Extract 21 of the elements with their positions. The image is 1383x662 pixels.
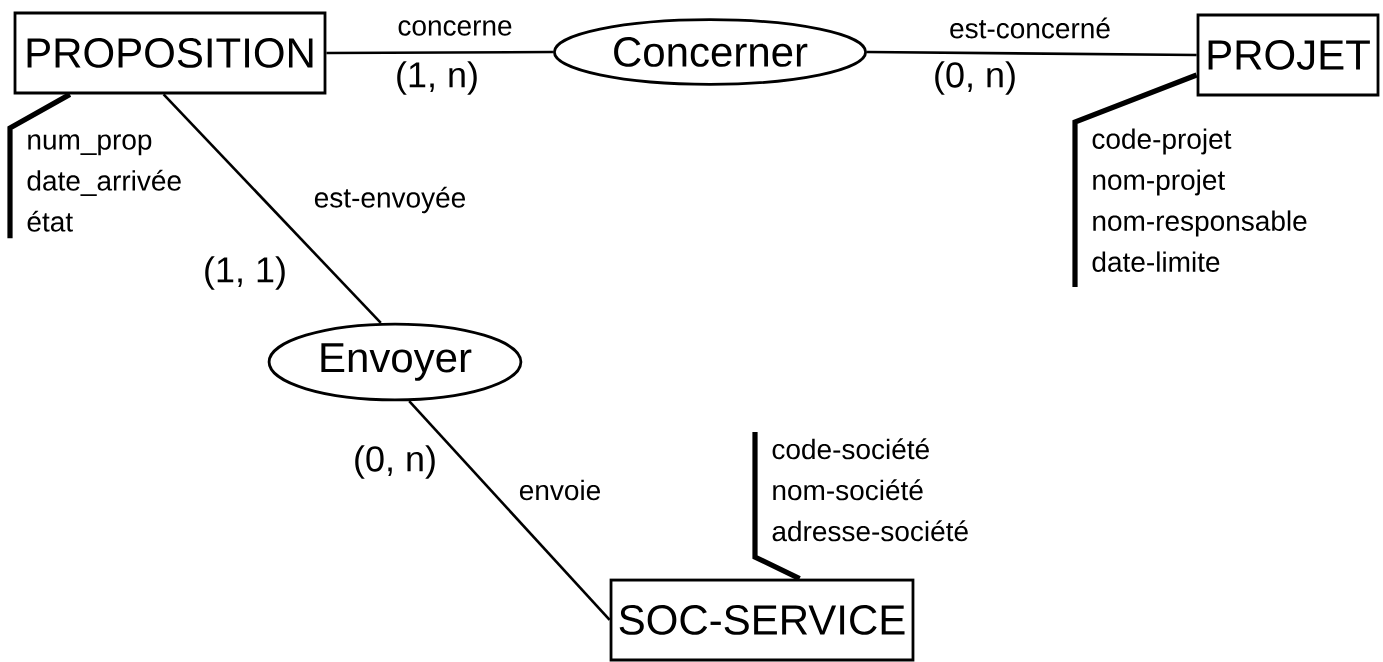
- leader-line: [752, 432, 801, 581]
- connector-line: [867, 50, 1197, 57]
- attribute-list: num_prop date_arrivée état: [27, 134, 181, 232]
- entity-box: SOC-SERVICE: [609, 578, 915, 662]
- edge-label: envoie: [516, 477, 604, 503]
- connector-line: [326, 50, 553, 55]
- connector-line: [408, 400, 611, 621]
- cardinality-label: (1, n): [393, 59, 481, 97]
- attribute-list: code-société nom-société adresse-société: [772, 438, 968, 542]
- edge-label: concerne: [395, 18, 515, 38]
- attribute-list: code-projet nom-projet nom-responsable date-limite: [1092, 128, 1307, 272]
- entity-box: PROJET: [1196, 13, 1380, 97]
- connector-line: [162, 93, 382, 324]
- cardinality-label: (0, n): [931, 59, 1019, 97]
- edge-label: est-concerné: [947, 15, 1113, 41]
- edge-label: est-envoyée: [311, 184, 469, 216]
- leader-line: [1072, 72, 1198, 287]
- entity-box: PROPOSITION: [13, 11, 327, 95]
- cardinality-label: (1, 1): [201, 254, 289, 292]
- leader-line: [7, 92, 72, 239]
- cardinality-label: (0, n): [351, 443, 439, 481]
